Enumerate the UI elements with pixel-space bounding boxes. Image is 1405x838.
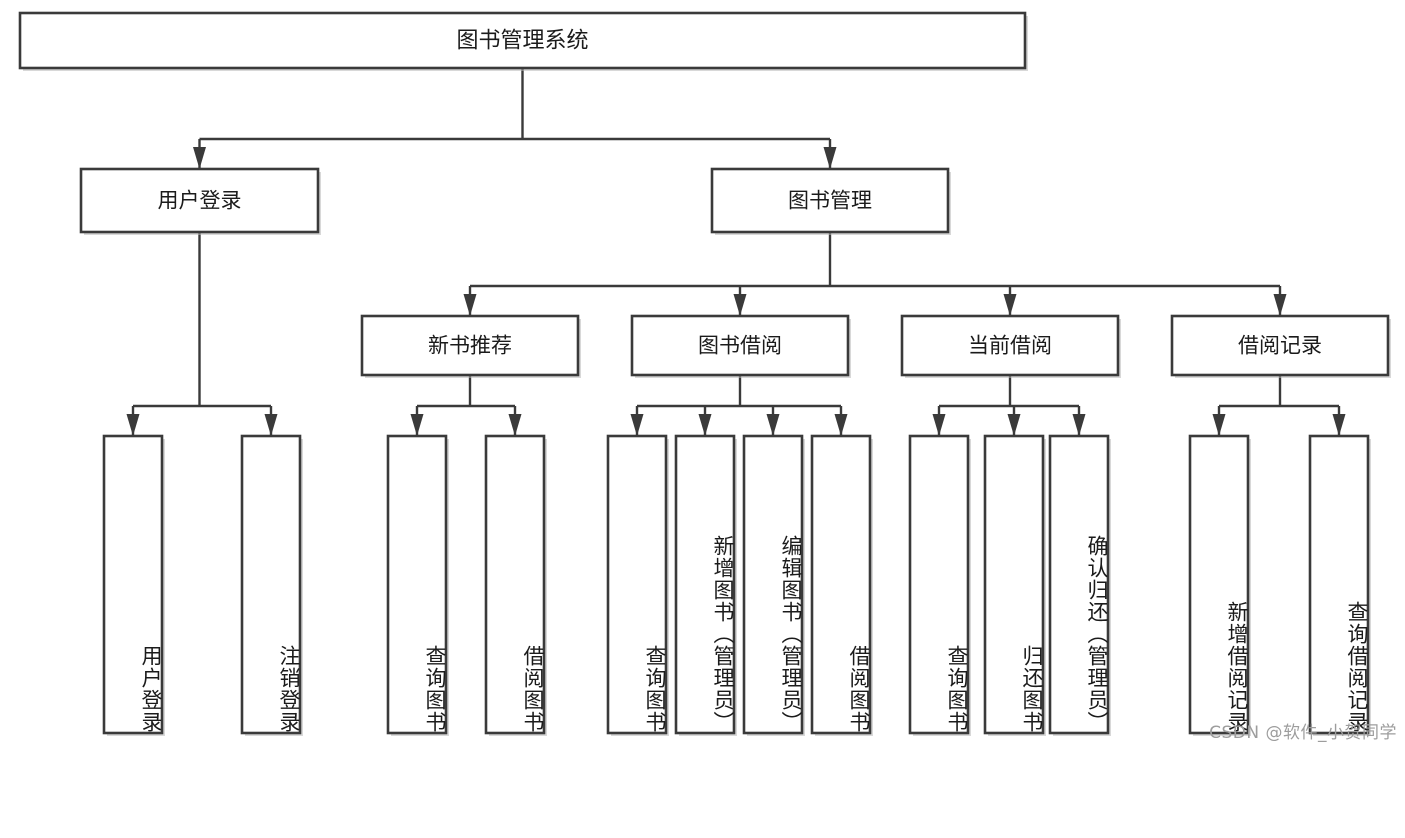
node-leaf_edit_book[interactable] [742, 434, 805, 736]
node-l3_book_borrow[interactable]: 图书借阅 [630, 314, 851, 378]
node-leaf_query_book_2[interactable] [606, 434, 669, 736]
node-l3_borrow_record[interactable]: 借阅记录 [1170, 314, 1391, 378]
node-leaf_query_book_3[interactable] [908, 434, 971, 736]
edge-group-l3_borrow_record [1212, 375, 1346, 436]
node-l2_user_login[interactable]: 用户登录 [79, 167, 321, 235]
node-root[interactable]: 图书管理系统 [18, 11, 1028, 71]
edges-layer [126, 68, 1346, 436]
node-leaf_borrow_book_1[interactable] [484, 434, 547, 736]
node-leaf_borrow_book_2[interactable] [810, 434, 873, 736]
watermark-text: CSDN @软件_小贺同学 [1209, 723, 1397, 743]
edge-group-l2_book_mgmt [463, 232, 1287, 316]
node-leaf_confirm_return[interactable] [1048, 434, 1111, 736]
node-label: 图书管理 [788, 189, 872, 213]
flowchart-canvas: 图书管理系统用户登录图书管理新书推荐图书借阅当前借阅借阅记录 用户登录注销登录查… [18, 11, 1397, 743]
node-l2_book_mgmt[interactable]: 图书管理 [710, 167, 951, 235]
node-leaf_query_record[interactable] [1308, 434, 1371, 736]
edge-group-l2_user_login [126, 232, 278, 436]
node-l3_new_book_rec[interactable]: 新书推荐 [360, 314, 581, 378]
node-label: 图书管理系统 [456, 29, 588, 54]
node-leaf_user_login[interactable] [102, 434, 165, 736]
node-label: 当前借阅 [968, 334, 1052, 358]
node-leaf_add_record[interactable] [1188, 434, 1251, 736]
node-leaf_logout[interactable] [240, 434, 303, 736]
node-l3_current_borrow[interactable]: 当前借阅 [900, 314, 1121, 378]
node-leaf_return_book[interactable] [983, 434, 1046, 736]
edge-group-l3_book_borrow [630, 375, 848, 436]
node-label: 新书推荐 [428, 334, 512, 358]
node-label: 借阅记录 [1238, 334, 1322, 358]
node-label: 图书借阅 [698, 334, 782, 358]
node-label: 用户登录 [158, 189, 242, 213]
edge-group-l3_new_book_rec [410, 375, 522, 436]
node-leaf_add_book[interactable] [674, 434, 737, 736]
edge-group-l3_current_borrow [932, 375, 1086, 436]
node-leaf_query_book_1[interactable] [386, 434, 449, 736]
edge-group-root [193, 68, 837, 169]
